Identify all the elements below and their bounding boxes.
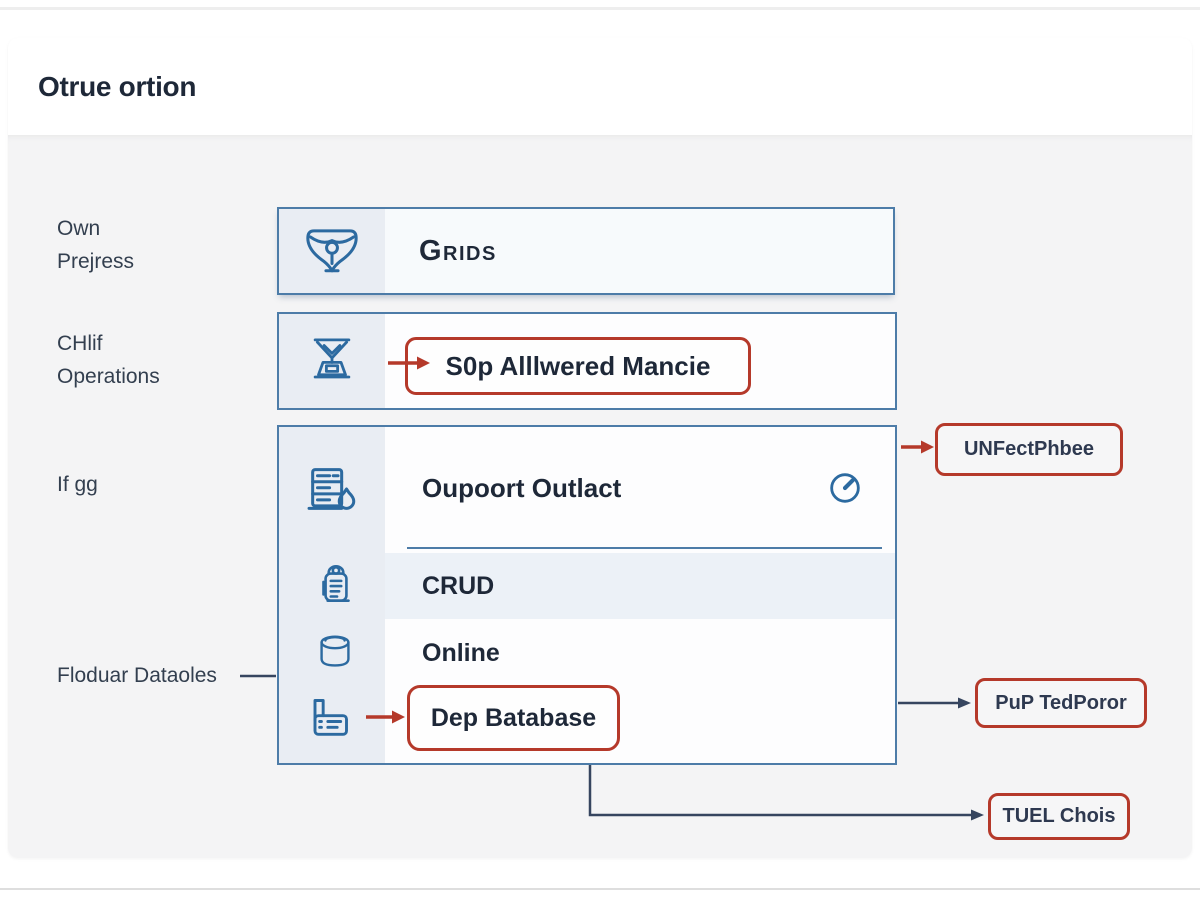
clock-icon (825, 468, 865, 513)
row-dep-label: Dep Batabase (430, 703, 597, 732)
label-line: If gg (57, 473, 98, 496)
shield-person-icon (303, 220, 361, 283)
main-box-divider (407, 547, 882, 549)
label-line: CHlif (57, 332, 103, 355)
grids-icon-cell (279, 209, 385, 293)
node-sop-label: S0p Alllwered Mancie (445, 350, 711, 381)
label-own-prejress: Own Prejress (57, 212, 134, 278)
node-main: Oupoort Outlact CRUD (277, 425, 897, 765)
server-rack-icon (303, 460, 361, 523)
label-line: Floduar Dataoles (57, 664, 217, 687)
hourglass-icon (305, 332, 359, 391)
row-crud-label: CRUD (422, 571, 495, 600)
callout-tuel-chois: TUEL Chois (988, 793, 1130, 840)
callout-pup-tedporor-label: PuP TedPoror (995, 691, 1127, 714)
label-line: Own (57, 217, 101, 240)
node-grids-label: Grids (419, 234, 497, 267)
page-title: Otrue ortion (38, 70, 197, 102)
callout-unfectphbee: UNFectPhbee (935, 423, 1123, 476)
callout-unfectphbee-label: UNFectPhbee (963, 438, 1095, 460)
card-header: Otrue ortion (8, 38, 1192, 135)
row-online-label: Online (422, 638, 500, 667)
database-icon (312, 629, 358, 680)
node-sop: S0p Alllwered Mancie (277, 312, 897, 410)
callout-pup-tedporor: PuP TedPoror (975, 678, 1147, 728)
label-chlif-operations: CHlif Operations (57, 327, 160, 393)
label-line: Prejress (57, 250, 135, 273)
scroll-icon (311, 559, 361, 614)
label-line: Operations (57, 365, 160, 388)
highlight-dep-batabase: Dep Batabase (407, 685, 620, 751)
row-crud-tint (385, 553, 895, 619)
bottom-divider (0, 888, 1200, 890)
fax-icon (301, 690, 357, 751)
node-grids: Grids (277, 207, 895, 295)
label-ifgg: If gg (57, 468, 98, 501)
top-divider (0, 7, 1200, 10)
sop-icon-cell (279, 314, 385, 408)
label-floduar-dataoles: Floduar Dataoles (57, 659, 217, 692)
highlight-sop: S0p Alllwered Mancie (405, 337, 751, 395)
callout-tuel-chois-label: TUEL Chois (1002, 805, 1116, 827)
node-main-header-label: Oupoort Outlact (422, 472, 622, 503)
